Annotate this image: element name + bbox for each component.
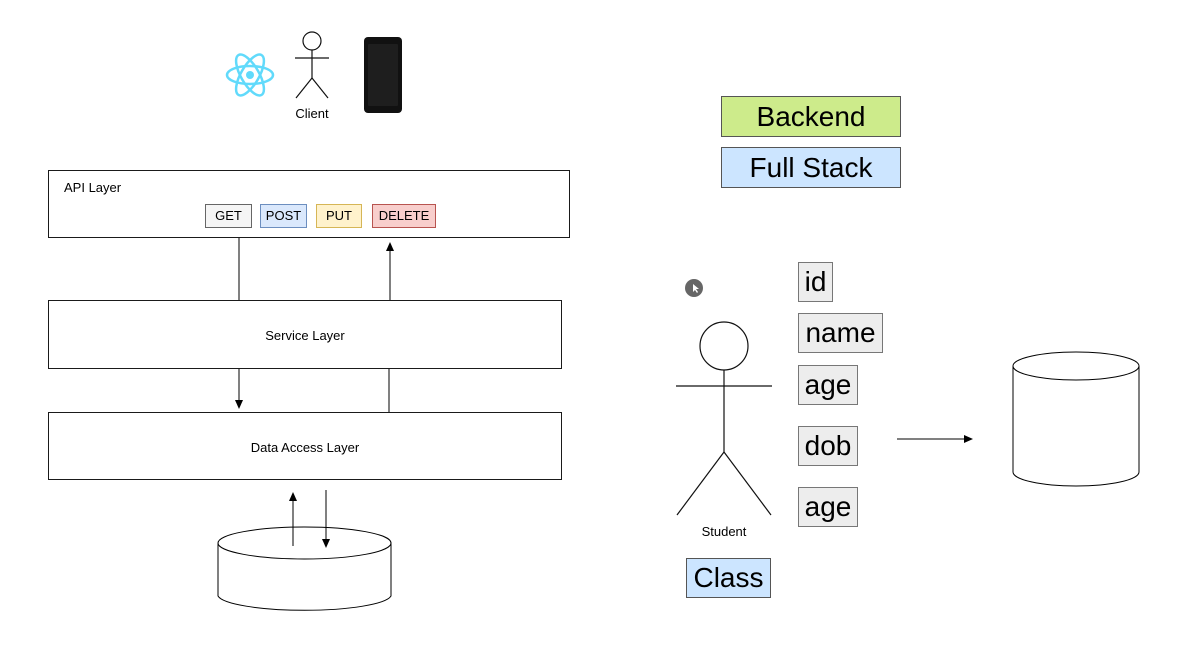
class-tag: Class [686, 558, 771, 598]
client-label: Client [295, 106, 329, 121]
field-age: age [798, 365, 858, 405]
api-layer-title: API Layer [64, 180, 122, 195]
service-layer-box: Service Layer [48, 300, 562, 369]
react-logo-icon [225, 53, 275, 97]
data-access-layer-label: Data Access Layer [250, 440, 360, 455]
put-method-badge: PUT [316, 204, 362, 228]
post-method-badge: POST [260, 204, 307, 228]
backend-legend: Backend [721, 96, 901, 137]
student-figure-icon [676, 321, 772, 516]
field-dob: dob [798, 426, 858, 466]
api-layer-box: API Layer GET POST PUT DELETE [48, 170, 570, 238]
data-access-layer-box: Data Access Layer [48, 412, 562, 480]
service-layer-label: Service Layer [265, 328, 345, 343]
get-method-badge: GET [205, 204, 252, 228]
mouse-cursor-icon [685, 279, 703, 297]
database-cylinder-right [1012, 351, 1140, 487]
student-label: Student [701, 524, 747, 539]
person-icon [295, 31, 329, 99]
field-age-2: age [798, 487, 858, 527]
fullstack-legend: Full Stack [721, 147, 901, 188]
field-id: id [798, 262, 833, 302]
smartphone-icon [364, 37, 402, 113]
database-cylinder [217, 526, 392, 611]
delete-method-badge: DELETE [372, 204, 436, 228]
field-name: name [798, 313, 883, 353]
